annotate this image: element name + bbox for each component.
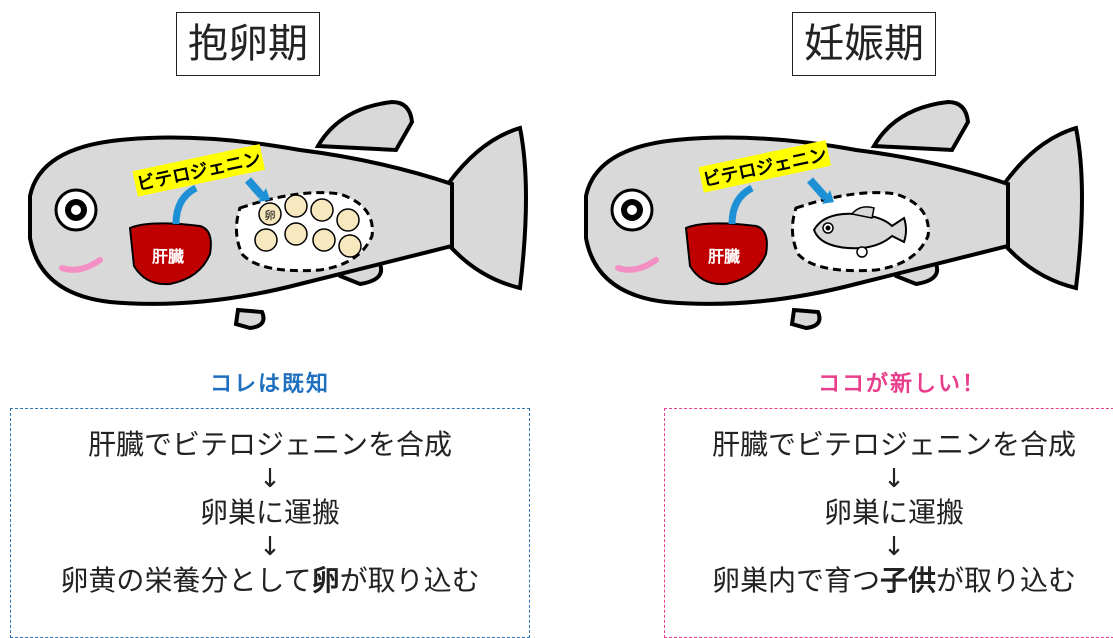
egg-label: 卵 <box>265 209 276 222</box>
dorsal-fin <box>314 99 415 153</box>
liver <box>684 222 768 286</box>
down-arrow-icon: ↓ <box>259 464 281 494</box>
step-1: 肝臓でビテロジェニンを合成 <box>711 428 1076 461</box>
down-arrow-icon: ↓ <box>883 532 905 562</box>
step-2: 卵巣に運搬 <box>823 496 964 529</box>
step-3: 卵巣内で育つ子供が取り込む <box>711 564 1077 597</box>
panel-pregnancy: 妊娠期 肝臓 ビテ <box>556 0 1113 638</box>
caption-new: ココが新しい！ <box>817 372 986 397</box>
liver <box>128 222 212 286</box>
fish-diagram: 肝臓 卵 ビテロジェニン <box>28 99 528 331</box>
cheek <box>59 257 103 273</box>
process-box: 肝臓でビテロジェニンを合成 ↓ 卵巣に運搬 ↓ 卵巣内で育つ子供が取り込む <box>664 408 1113 638</box>
liver-label: 肝臓 <box>708 247 740 266</box>
eggs <box>254 194 362 258</box>
step-1: 肝臓でビテロジェニンを合成 <box>87 428 452 461</box>
pelvic-fin <box>233 307 266 331</box>
liver-connector <box>172 184 198 225</box>
process-box: 肝臓でビテロジェニンを合成 ↓ 卵巣に運搬 ↓ 卵黄の栄養分として卵が取り込む <box>10 408 530 638</box>
liver-label: 肝臓 <box>152 247 184 266</box>
dorsal-fin <box>870 99 971 153</box>
transport-arrow <box>807 177 829 201</box>
period-title: 抱卵期 <box>176 12 320 76</box>
pelvic-fin <box>789 307 822 331</box>
period-title: 妊娠期 <box>792 12 936 76</box>
down-arrow-icon: ↓ <box>883 464 905 494</box>
panel-brooding: 抱卵期 肝臓 卵 <box>0 0 540 638</box>
embryo-fish-icon <box>812 206 907 258</box>
fish-diagram: 肝臓 ビテロジェニン <box>584 99 1084 331</box>
liver-connector <box>728 184 754 225</box>
tail-fin <box>446 125 528 291</box>
transport-arrow <box>244 177 266 199</box>
step-2: 卵巣に運搬 <box>199 496 340 529</box>
down-arrow-icon: ↓ <box>259 532 281 562</box>
cheek <box>615 257 659 273</box>
step-3: 卵黄の栄養分として卵が取り込む <box>60 564 480 597</box>
caption-known: コレは既知 <box>209 372 330 397</box>
tail-fin <box>1002 125 1084 291</box>
